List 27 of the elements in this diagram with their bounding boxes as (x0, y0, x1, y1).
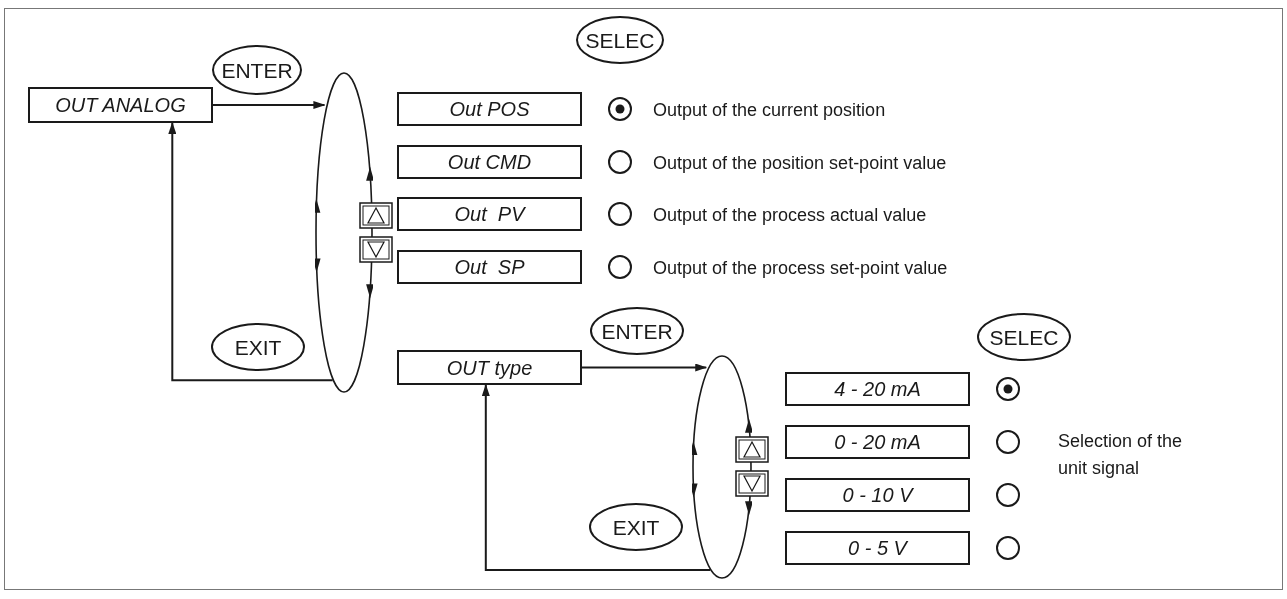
key-oval: SELEC (977, 313, 1071, 361)
display-box: OUT type (397, 350, 582, 385)
display-box: 0 - 10 V (785, 478, 970, 512)
display-box: Out SP (397, 250, 582, 284)
display-box: 0 - 20 mA (785, 425, 970, 459)
display-box: 0 - 5 V (785, 531, 970, 565)
cycle-ellipse (692, 355, 752, 579)
arrow (481, 384, 712, 572)
display-box: Out PV (397, 197, 582, 231)
key-oval: EXIT (589, 503, 683, 551)
key-oval: SELEC (576, 16, 664, 64)
key-oval: ENTER (590, 307, 684, 355)
display-box: Out POS (397, 92, 582, 126)
description-text: Output of the current position (653, 99, 887, 122)
description-text: Output of the process set-point value (653, 257, 949, 280)
display-box: 4 - 20 mA (785, 372, 970, 406)
key-oval: EXIT (211, 323, 305, 371)
description-text: Selection of the unit signal (1058, 430, 1184, 480)
key-oval: ENTER (212, 45, 302, 95)
description-text: Output of the position set-point value (653, 152, 948, 175)
display-box: Out CMD (397, 145, 582, 179)
cycle-ellipse (315, 72, 373, 393)
arrow (581, 363, 708, 372)
arrow (168, 122, 334, 382)
description-text: Output of the process actual value (653, 204, 928, 227)
arrow (212, 101, 326, 109)
display-box: OUT ANALOG (28, 87, 213, 123)
